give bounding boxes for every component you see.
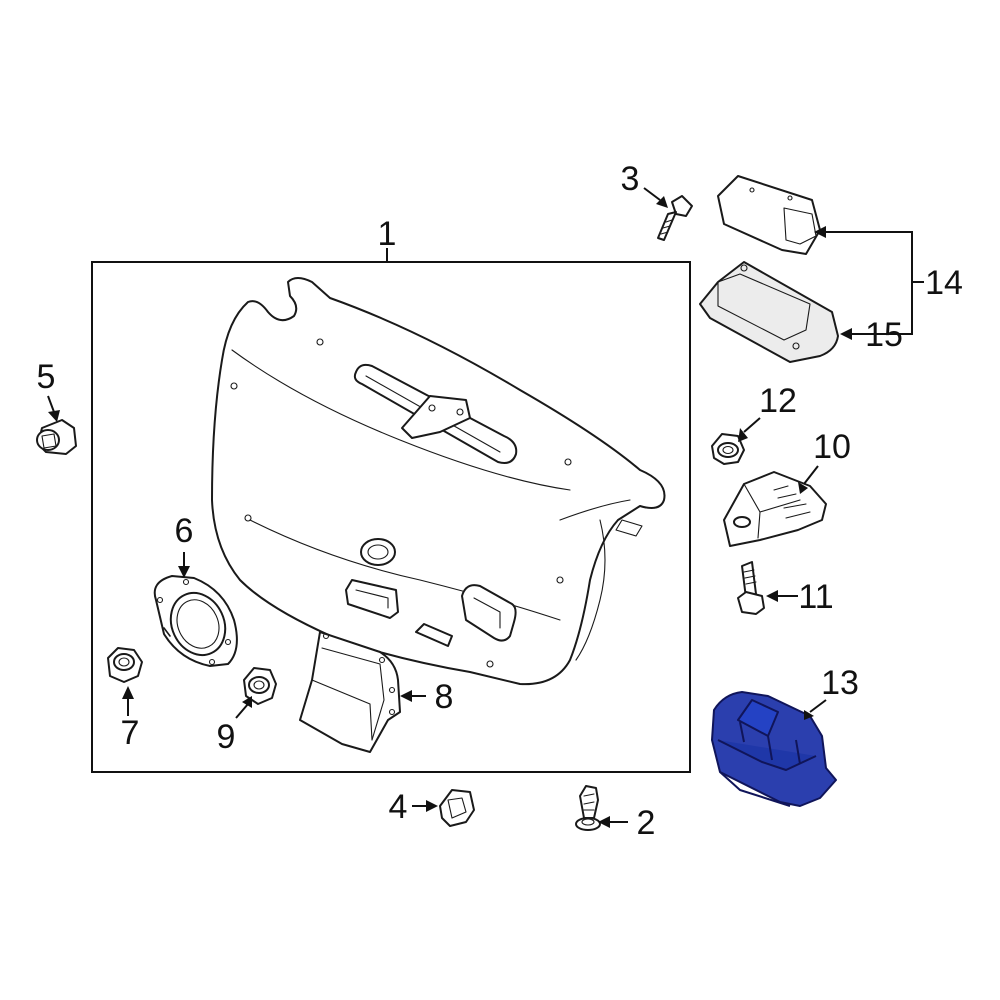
part-6-speaker-bracket: [153, 575, 238, 667]
part-4-clip: [439, 789, 475, 827]
part-3-screw: [657, 195, 693, 241]
part-11-bolt: [737, 561, 765, 615]
callout-2-label: 2: [637, 804, 656, 842]
callout-12-leader: [743, 417, 761, 433]
part-10-latch: [723, 471, 827, 547]
part-7-nut: [107, 647, 143, 683]
callout-14-label: 14: [925, 264, 963, 302]
callout-10-arrowhead: [798, 482, 808, 494]
callout-1-label: 1: [378, 215, 397, 253]
callout-8-label: 8: [435, 678, 454, 716]
callout-10-label: 10: [813, 428, 851, 466]
part-8-cover: [299, 631, 401, 753]
part-13-highlighted-housing: [711, 691, 837, 807]
callout-9-label: 9: [217, 718, 236, 756]
callout-12-arrowhead: [738, 428, 748, 442]
callout-13-label: 13: [821, 664, 859, 702]
callout-6-arrowhead: [178, 566, 190, 578]
callout-10-leader: [803, 465, 819, 485]
callout-12-label: 12: [759, 382, 797, 420]
callout-4-label: 4: [389, 788, 408, 826]
callout-7-arrowhead: [122, 686, 134, 699]
callout-11-arrowhead: [766, 590, 778, 602]
callout-6-label: 6: [175, 512, 194, 550]
callout-3-label: 3: [621, 160, 640, 198]
callout-5-arrowhead: [48, 410, 60, 422]
part-15-lamp-lens: [699, 261, 839, 363]
callout-4-arrowhead: [426, 800, 438, 812]
callout-2-arrowhead: [598, 816, 610, 828]
part-14-lamp-assembly: [717, 175, 821, 255]
callout-13-leader: [809, 699, 827, 713]
part-9-nut: [243, 667, 277, 705]
part-5-spacer: [36, 419, 77, 455]
callout-9-leader: [235, 703, 249, 719]
callout-3-arrowhead: [656, 196, 668, 208]
callout-11-label: 11: [798, 578, 833, 616]
callout-9-arrowhead: [242, 696, 252, 708]
part-2-push-clip: [575, 785, 601, 831]
callout-8-arrowhead: [400, 690, 412, 702]
callout-15-arrowhead: [840, 328, 852, 340]
callout-14-arrowhead: [814, 226, 826, 238]
callout-15-label: 15: [865, 316, 903, 354]
callout-7-label: 7: [121, 714, 140, 752]
trunk-lid-trim-panel: [211, 277, 666, 686]
part-1-group-frame: [91, 261, 691, 773]
callout-5-leader: [47, 395, 55, 413]
part-12-nut: [711, 433, 745, 465]
callout-5-label: 5: [37, 358, 56, 396]
callout-13-arrowhead: [804, 710, 814, 720]
callout-3-leader: [643, 187, 661, 201]
